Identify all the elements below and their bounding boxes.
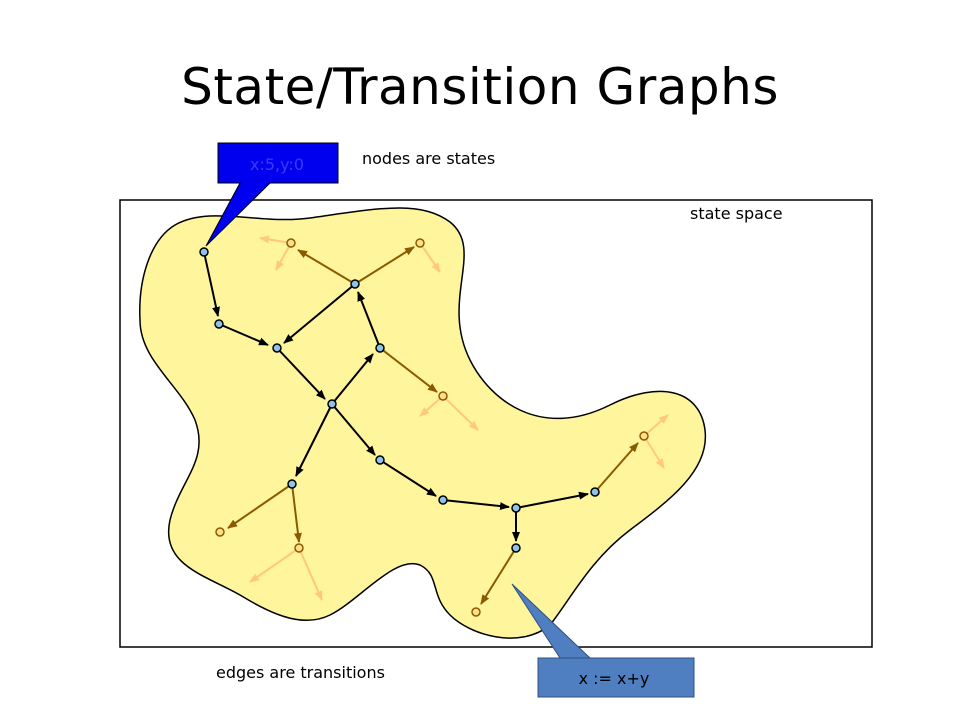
state-node-secondary	[294, 543, 304, 553]
faded-edges	[249, 235, 669, 601]
edge-faded	[442, 395, 479, 431]
edge-faded	[298, 547, 323, 601]
state-node	[350, 279, 360, 289]
transition-callout-text: x := x+y	[579, 669, 650, 688]
edge-faded	[419, 395, 444, 417]
state-node	[287, 479, 297, 489]
slide-title: State/Transition Graphs	[181, 58, 779, 116]
edge-secondary	[354, 246, 415, 285]
edge-faded	[249, 547, 300, 583]
edge-main	[331, 403, 376, 456]
edge-main	[283, 283, 356, 344]
edge-secondary	[227, 483, 293, 529]
main-nodes	[199, 247, 600, 553]
state-node	[214, 319, 224, 329]
edge-main	[379, 459, 437, 497]
state-node	[375, 343, 385, 353]
edge-main	[295, 403, 333, 477]
edge-main	[515, 491, 589, 509]
state-node	[511, 503, 521, 513]
edge-main	[203, 251, 220, 317]
state-node	[438, 495, 448, 505]
edge-main	[357, 291, 381, 349]
edge-secondary	[291, 483, 302, 543]
state-node	[511, 543, 521, 553]
edge-secondary	[297, 249, 356, 285]
edges-label: edges are transitions	[216, 663, 385, 682]
edge-secondary	[594, 442, 639, 493]
edge-main	[442, 499, 510, 511]
state-callout-text: x:5,y:0	[250, 155, 304, 174]
state-node-secondary	[438, 391, 448, 401]
state-node-secondary	[215, 527, 225, 537]
edge-faded	[643, 435, 665, 469]
edge-main	[218, 323, 269, 346]
transition-callout: x := x+y	[511, 583, 695, 698]
state-node	[272, 343, 282, 353]
edge-main	[276, 347, 326, 400]
edge-faded	[275, 242, 292, 271]
main-edges	[203, 251, 589, 542]
edge-faded	[643, 414, 669, 437]
state-callout: x:5,y:0	[205, 142, 339, 247]
state-node	[375, 455, 385, 465]
state-node	[590, 487, 600, 497]
nodes-label: nodes are states	[362, 149, 495, 168]
state-node	[327, 399, 337, 409]
state-node-secondary	[471, 607, 481, 617]
state-node	[199, 247, 209, 257]
edge-main	[331, 353, 374, 405]
edge-secondary	[480, 547, 517, 605]
edge-faded	[259, 235, 292, 244]
state-node-secondary	[286, 238, 296, 248]
secondary-edges	[227, 246, 639, 605]
state-space-label: state space	[690, 204, 783, 223]
edge-faded	[419, 242, 441, 273]
state-node-secondary	[639, 431, 649, 441]
state-node-secondary	[415, 238, 425, 248]
secondary-nodes	[215, 238, 649, 617]
edge-secondary	[379, 347, 438, 393]
